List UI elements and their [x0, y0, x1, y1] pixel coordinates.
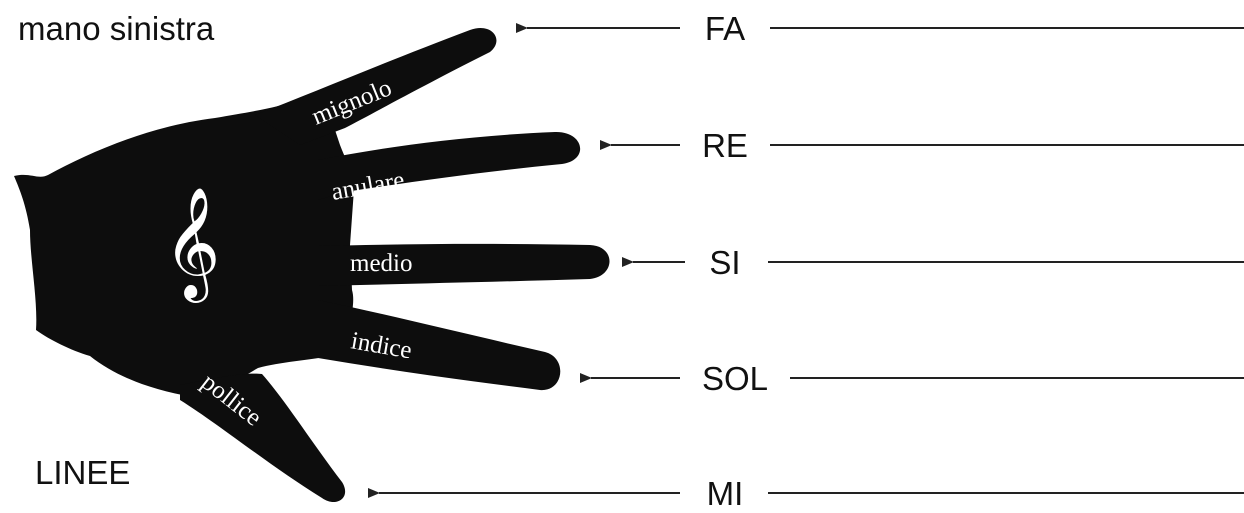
note-row-fa: FA	[516, 10, 1244, 47]
note-label-sol: SOL	[702, 360, 768, 397]
mignolo-finger-shape	[255, 28, 497, 145]
finger-label-medio: medio	[350, 250, 413, 277]
palm-shape	[14, 100, 355, 398]
note-row-re: RE	[600, 127, 1244, 164]
anulare-finger-shape	[318, 131, 581, 200]
note-row-mi: MI	[368, 475, 1244, 512]
note-row-si: SI	[622, 244, 1244, 281]
hand-silhouette	[14, 28, 610, 503]
diagram-title: mano sinistra	[18, 10, 215, 47]
medio-finger-shape	[318, 243, 610, 286]
note-label-si: SI	[709, 244, 740, 281]
treble-clef-icon: 𝄞	[164, 186, 221, 303]
note-label-fa: FA	[705, 10, 745, 47]
indice-finger-shape	[318, 300, 561, 391]
lines-label: LINEE	[35, 454, 131, 491]
note-label-mi: MI	[707, 475, 744, 512]
note-label-re: RE	[702, 127, 748, 164]
note-row-sol: SOL	[580, 360, 1244, 397]
pollice-finger-shape	[180, 373, 346, 503]
